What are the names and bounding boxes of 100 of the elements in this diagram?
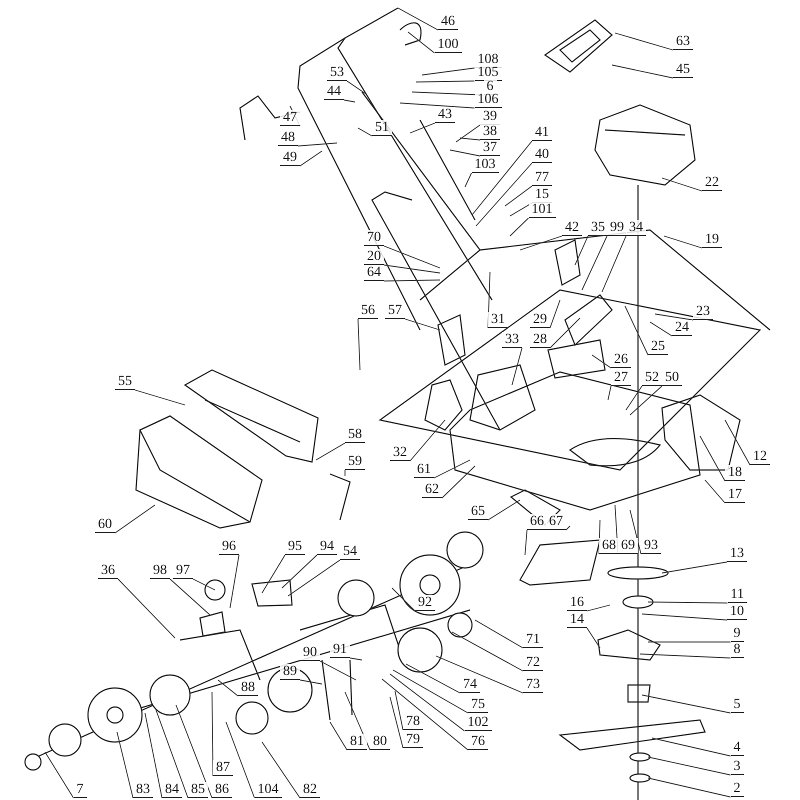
leader-line	[574, 236, 588, 266]
leader-line	[550, 300, 560, 328]
callout-number: 99	[607, 220, 627, 236]
leader-line	[358, 128, 372, 136]
callout-number: 8	[730, 642, 744, 658]
callout-number: 84	[162, 782, 182, 798]
callout-number: 72	[523, 655, 543, 671]
callout-number: 50	[662, 370, 682, 386]
leader-line	[630, 510, 642, 554]
leader-line	[288, 560, 340, 596]
leader-line	[384, 264, 440, 274]
leader-line	[282, 554, 318, 588]
callout-number: 14	[567, 612, 587, 628]
callout-number: 75	[468, 697, 488, 713]
leader-line	[586, 604, 610, 612]
callout-number: 102	[464, 715, 492, 731]
leader-line	[704, 480, 726, 504]
leader-line	[400, 102, 475, 108]
leader-line	[520, 236, 562, 250]
leader-line	[476, 162, 532, 226]
callout-number: 48	[278, 130, 298, 146]
leader-line	[392, 588, 416, 612]
callout-number: 100	[434, 37, 462, 53]
callout-number: 61	[414, 462, 434, 478]
callout-number: 93	[641, 538, 661, 554]
leader-line	[406, 664, 460, 694]
leader-line	[114, 504, 156, 534]
leader-line	[700, 436, 726, 482]
leader-line	[602, 236, 626, 292]
callout-number: 83	[133, 782, 153, 798]
leader-line	[218, 680, 238, 696]
leader-line	[344, 100, 356, 102]
leader-line	[298, 142, 338, 146]
leader-line	[320, 660, 356, 680]
callout-number: 70	[364, 230, 384, 246]
callout-number: 20	[364, 249, 384, 265]
leader-line	[488, 272, 490, 328]
callout-number: 62	[422, 482, 442, 498]
leader-line	[624, 306, 648, 356]
callout-number: 39	[480, 109, 500, 125]
callout-number: 5	[730, 697, 744, 713]
leader-line	[344, 470, 346, 476]
callout-number: 64	[364, 265, 384, 281]
leader-line	[648, 602, 728, 604]
callout-number: 13	[727, 546, 747, 562]
leader-line	[630, 386, 662, 416]
leader-line	[330, 722, 348, 750]
callout-number: 34	[626, 220, 646, 236]
callout-number: 104	[254, 782, 282, 798]
leader-line	[504, 186, 532, 206]
leader-line	[566, 526, 570, 530]
callout-number: 85	[188, 782, 208, 798]
callout-number: 18	[725, 465, 745, 481]
callout-number: 81	[347, 734, 367, 750]
callout-number: 19	[702, 232, 722, 248]
callout-number: 97	[173, 563, 193, 579]
callout-number: 103	[472, 157, 498, 173]
callout-number: 38	[480, 124, 500, 140]
callout-number: 26	[611, 352, 631, 368]
callout-number: 16	[567, 595, 587, 611]
leader-line	[472, 140, 532, 216]
callout-number: 60	[95, 517, 115, 533]
leader-line	[664, 236, 702, 248]
callout-number: 74	[460, 677, 480, 693]
leader-line	[434, 460, 470, 478]
leader-line	[488, 500, 520, 520]
leader-line	[442, 466, 476, 498]
callout-number: 71	[523, 632, 543, 648]
callout-number: 33	[502, 332, 522, 348]
leader-line	[464, 172, 472, 188]
callout-number: 17	[725, 487, 745, 503]
callout-number: 32	[390, 445, 410, 461]
leader-line	[382, 678, 468, 750]
callout-number: 88	[238, 680, 258, 696]
callout-number: 37	[480, 140, 500, 156]
leader-line	[642, 694, 731, 714]
leader-line	[358, 318, 360, 370]
callout-number: 11	[728, 587, 747, 603]
leader-line	[550, 318, 580, 348]
leader-line	[346, 80, 366, 94]
callout-number: 31	[488, 312, 508, 328]
callout-number: 91	[330, 642, 350, 658]
callout-number: 73	[523, 677, 543, 693]
leader-line	[586, 628, 600, 648]
leader-line	[410, 122, 436, 134]
leader-line	[44, 752, 74, 798]
callout-number: 63	[673, 34, 693, 50]
callout-number: 49	[280, 150, 300, 166]
callout-number: 82	[300, 782, 320, 798]
callout-number: 89	[280, 664, 300, 680]
callout-number: 80	[370, 734, 390, 750]
leader-line	[350, 658, 362, 660]
leader-line	[648, 756, 731, 776]
leader-line	[654, 314, 694, 320]
callout-number: 2	[730, 781, 744, 797]
callout-number: 105	[474, 65, 502, 81]
leader-line	[316, 442, 346, 460]
callout-number: 87	[213, 760, 233, 776]
leader-line	[170, 578, 210, 616]
leader-line	[648, 778, 731, 798]
